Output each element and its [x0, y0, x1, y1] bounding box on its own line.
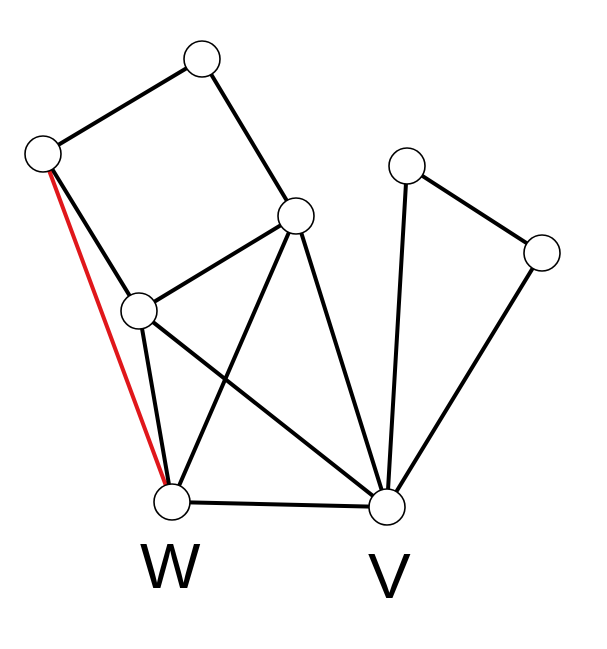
- node-n4: [120, 292, 158, 330]
- node-w: [153, 483, 191, 521]
- edge-n4-n3: [137, 214, 298, 313]
- node-n1: [24, 135, 62, 173]
- labels-layer: W V: [140, 530, 411, 612]
- node-v: [368, 488, 406, 526]
- edge-n4-w: [137, 309, 174, 504]
- nodes-layer: [24, 40, 561, 526]
- edge-n8-v: [385, 251, 544, 509]
- node-n8: [523, 234, 561, 272]
- edge-n2-n3: [200, 57, 298, 218]
- edge-n1-n2: [41, 57, 204, 156]
- edge-n3-v: [294, 214, 389, 509]
- node-label-w: W: [140, 530, 201, 602]
- edge-n7-v: [385, 164, 409, 509]
- edge-n4-v: [137, 309, 389, 509]
- node-n3: [277, 197, 315, 235]
- edge-n7-n8: [405, 164, 544, 255]
- edge-n3-w: [170, 214, 298, 504]
- edge-n1-n4: [41, 152, 141, 313]
- node-n7: [388, 147, 426, 185]
- edge-n1-w-highlighted: [41, 152, 174, 504]
- edges-layer: [41, 57, 544, 509]
- edge-w-v: [170, 500, 389, 509]
- node-n2: [183, 40, 221, 78]
- node-label-v: V: [368, 540, 411, 612]
